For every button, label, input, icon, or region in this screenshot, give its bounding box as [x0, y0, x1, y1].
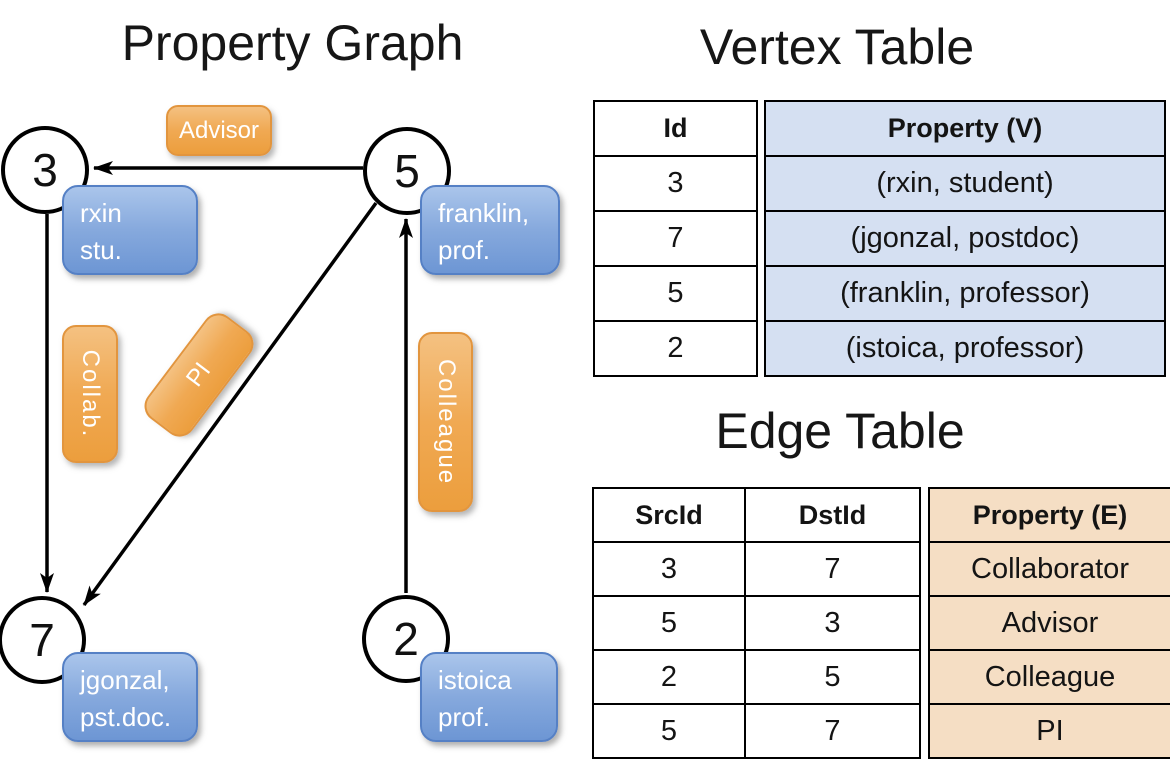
vertex-table-id-column: Id 3 7 5 2 [593, 100, 758, 377]
vertex-property-cell: (istoica, professor) [764, 320, 1166, 377]
table-row: 7 [593, 210, 758, 267]
edge-table-id-columns: SrcId DstId 3 7 5 3 2 5 5 7 [592, 487, 921, 759]
edge-label-colleague-text: Colleague [432, 358, 460, 486]
vertex-prop-line: jgonzal, [80, 665, 170, 695]
edge-label-pi-text: PI [180, 357, 217, 392]
table-row: 5 7 [592, 703, 921, 759]
table-row: Colleague [928, 649, 1170, 705]
edge-src-cell: 5 [592, 703, 746, 759]
vertex-property-cell: (rxin, student) [764, 155, 1166, 212]
vertex-prop-line: istoica [438, 665, 512, 695]
vertex-prop-box-rxin: rxin stu. [62, 185, 198, 275]
table-row: 2 [593, 320, 758, 377]
table-row: 5 3 [592, 595, 921, 651]
vertex-prop-box-franklin: franklin, prof. [420, 185, 560, 275]
node-7-id: 7 [29, 614, 55, 666]
vertex-col-id-header: Id [593, 100, 758, 157]
edge-dst-cell: 7 [744, 703, 921, 759]
table-row: (jgonzal, postdoc) [764, 210, 1166, 267]
vertex-prop-line: rxin [80, 198, 122, 228]
edge-label-advisor: Advisor [166, 105, 272, 156]
table-row: Collaborator [928, 541, 1170, 597]
edge-src-cell: 3 [592, 541, 746, 597]
edge-table-title: Edge Table [715, 403, 965, 459]
edge-label-advisor-text: Advisor [178, 116, 260, 144]
edge-table-property-column: Property (E) Collaborator Advisor Collea… [928, 487, 1170, 759]
vertex-table-title: Vertex Table [699, 19, 975, 75]
table-row: 5 [593, 265, 758, 322]
vertex-id-cell: 3 [593, 155, 758, 212]
vertex-prop-line: pst.doc. [80, 702, 172, 732]
table-row: 2 5 [592, 649, 921, 705]
table-row: Advisor [928, 595, 1170, 651]
edge-dst-cell: 7 [744, 541, 921, 597]
edge-src-cell: 2 [592, 649, 746, 705]
vertex-prop-box-jgonzal: jgonzal, pst.doc. [62, 652, 198, 742]
edge-col-dst-header: DstId [744, 487, 921, 543]
edge-label-collab-text: Collab. [77, 349, 104, 439]
node-2-id: 2 [393, 613, 419, 665]
node-3-id: 3 [32, 144, 58, 196]
edge-property-cell: Advisor [928, 595, 1170, 651]
vertex-prop-line: stu. [80, 235, 122, 265]
edge-src-cell: 5 [592, 595, 746, 651]
table-row: (istoica, professor) [764, 320, 1166, 377]
node-5-id: 5 [394, 145, 420, 197]
edge-label-pi: PI [138, 307, 260, 443]
vertex-prop-box-istoica: istoica prof. [420, 652, 558, 742]
vertex-table-property-column: Property (V) (rxin, student) (jgonzal, p… [764, 100, 1166, 377]
vertex-col-property-header: Property (V) [764, 100, 1166, 157]
edge-col-property-header: Property (E) [928, 487, 1170, 543]
edge-dst-cell: 3 [744, 595, 921, 651]
edge-label-collab: Collab. [62, 325, 118, 463]
vertex-property-cell: (jgonzal, postdoc) [764, 210, 1166, 267]
table-row: (rxin, student) [764, 155, 1166, 212]
table-row: PI [928, 703, 1170, 759]
vertex-prop-line: prof. [438, 702, 491, 732]
vertex-property-cell: (franklin, professor) [764, 265, 1166, 322]
vertex-id-cell: 5 [593, 265, 758, 322]
table-row: 3 [593, 155, 758, 212]
edge-label-colleague: Colleague [418, 332, 473, 512]
edge-table: SrcId DstId 3 7 5 3 2 5 5 7 Property (E)… [592, 487, 1170, 759]
node-3: 3 [1, 126, 89, 214]
table-row: (franklin, professor) [764, 265, 1166, 322]
edge-col-src-header: SrcId [592, 487, 746, 543]
edge-dst-cell: 5 [744, 649, 921, 705]
property-graph-title: Property Graph [121, 15, 464, 71]
edge-property-cell: Collaborator [928, 541, 1170, 597]
vertex-prop-line: franklin, [438, 198, 530, 228]
edge-property-cell: Colleague [928, 649, 1170, 705]
vertex-prop-line: prof. [438, 235, 491, 265]
vertex-id-cell: 2 [593, 320, 758, 377]
vertex-id-cell: 7 [593, 210, 758, 267]
table-row: 3 7 [592, 541, 921, 597]
vertex-table: Id 3 7 5 2 Property (V) (rxin, student) … [593, 100, 1166, 377]
edge-property-cell: PI [928, 703, 1170, 759]
